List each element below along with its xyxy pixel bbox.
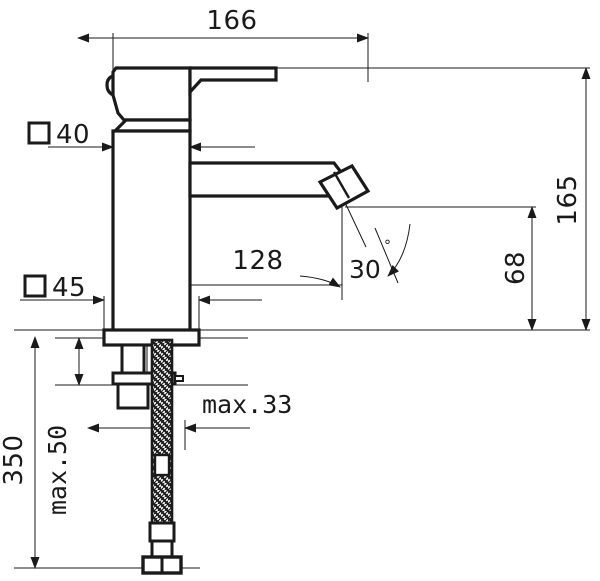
mounting-nut [116,382,150,410]
dimension-hose-length-350: 350 [0,336,40,569]
dimension-label-max-50: max.50 [43,425,72,515]
dimension-thread-max-33: max.33 [87,390,292,433]
hose-ferrule-lower [150,539,174,559]
dimension-spout-height-68: 68 [501,206,537,331]
hose-mid-sleeve [153,453,171,477]
mounting-hardware [111,343,184,410]
dimension-base-45: 45 [20,273,262,305]
dimension-label-45: 45 [52,273,86,303]
faucet-outline [102,66,371,347]
dimension-shank-max-50: max.50 [43,337,84,515]
dimension-total-height-165: 165 [553,67,591,331]
square-symbol-icon-2 [23,274,47,298]
flex-hose-upper [150,338,174,547]
dimension-label-166: 166 [206,6,257,36]
dimension-spout-angle-30: 30 ° [341,195,411,293]
dimension-body-40: 40 [27,120,255,152]
dimension-label-165: 165 [553,174,583,225]
handle-end-cap [105,74,114,97]
square-symbol-icon [27,121,51,145]
hose-ferrule-upper [148,521,176,543]
washer-tab [174,375,184,382]
lever-handle [111,66,192,122]
flex-hose-assembly [141,338,183,575]
dimension-label-350: 350 [0,434,29,485]
lever-arm [188,66,278,97]
dimension-width-166: 166 [77,6,369,43]
dimension-label-128: 128 [232,246,283,276]
dimension-label-40: 40 [56,120,90,150]
dimension-label-68: 68 [501,251,531,285]
handle-collar [111,118,192,133]
degree-symbol-icon: ° [384,238,391,254]
cartridge-body [111,129,192,333]
dimension-label-max-33: max.33 [202,390,292,419]
dimension-label-30: 30 [349,255,381,284]
aerator-seam [332,171,351,199]
